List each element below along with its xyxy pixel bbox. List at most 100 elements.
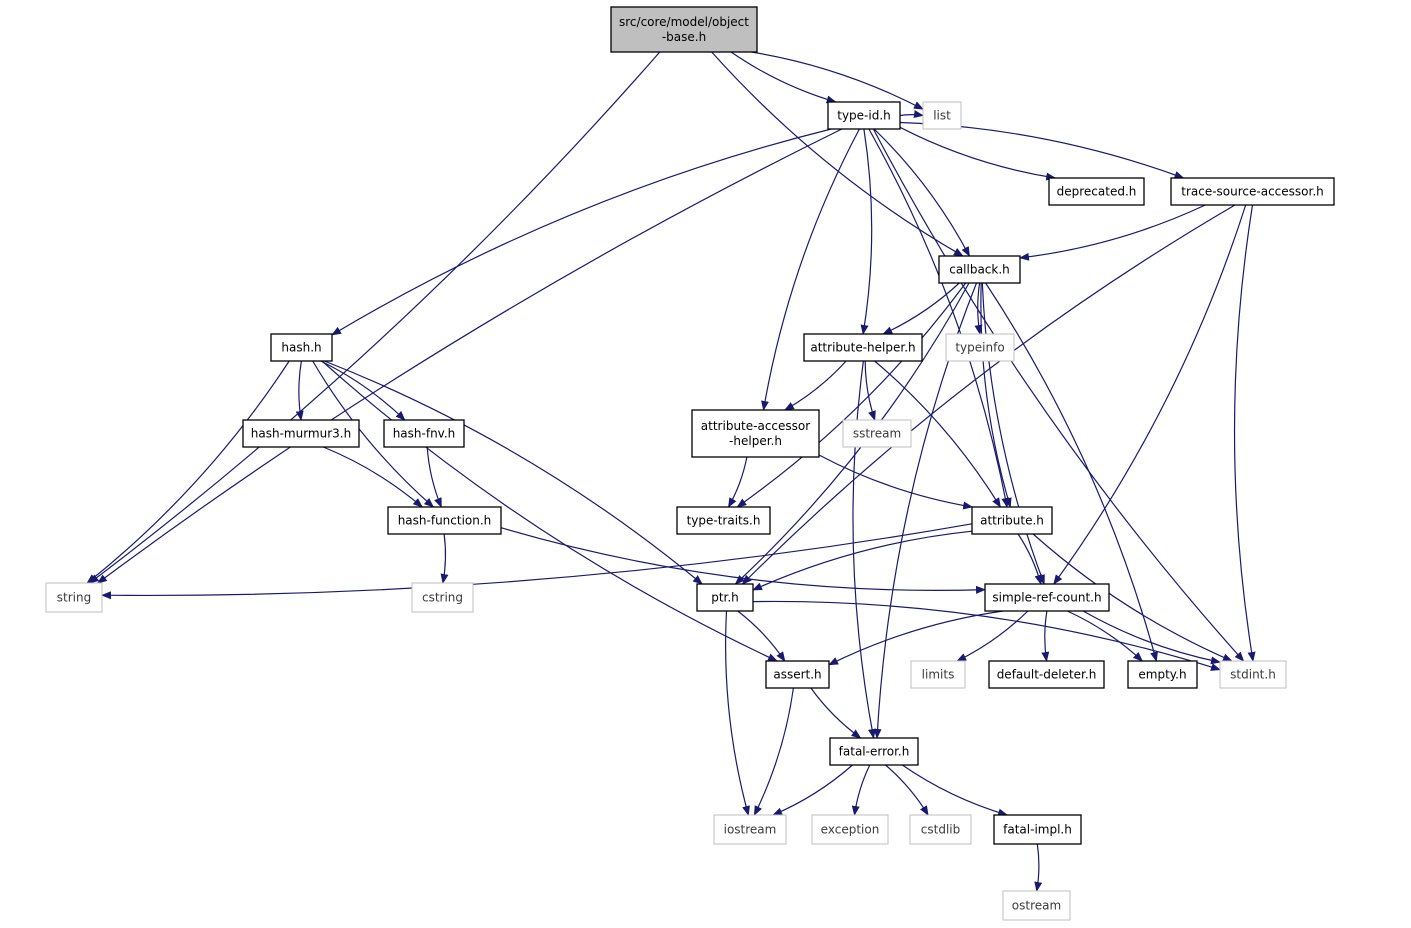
node-callback-label: callback.h: [949, 263, 1010, 277]
node-fatal-impl-label: fatal-impl.h: [1003, 823, 1072, 837]
node-limits-label: limits: [922, 668, 955, 682]
edge-ptr-to-stdint: [752, 600, 1221, 671]
edge-assert-to-iostream: [753, 687, 794, 816]
edge-attribute-accessor-helper-to-type-traits: [727, 456, 748, 508]
edge-trace-source-accessor-to-callback: [1019, 204, 1206, 261]
node-hash-function-label: hash-function.h: [398, 514, 492, 528]
node-hash-murmur3-box: [242, 419, 360, 448]
node-list-label: list: [933, 109, 951, 123]
node-assert[interactable]: assert.h: [765, 660, 830, 689]
edge-attribute-accessor-helper-to-attribute: [818, 454, 974, 510]
node-typeinfo: typeinfo: [945, 333, 1015, 362]
node-attribute-accessor-helper-box: [691, 409, 820, 458]
edge-attribute-helper-to-sstream: [864, 360, 876, 421]
node-type-traits[interactable]: type-traits.h: [676, 506, 771, 535]
edge-fatal-error-to-exception: [851, 764, 871, 816]
node-iostream-box: [713, 814, 787, 845]
node-attribute[interactable]: attribute.h: [971, 506, 1053, 535]
node-object-base[interactable]: src/core/model/object-base.h: [610, 6, 758, 53]
node-type-id-label: type-id.h: [837, 109, 891, 123]
node-iostream-label: iostream: [724, 823, 777, 837]
node-typeinfo-box: [945, 333, 1015, 362]
node-hash-label: hash.h: [281, 341, 321, 355]
node-hash-box: [270, 333, 333, 362]
node-fatal-impl[interactable]: fatal-impl.h: [993, 814, 1082, 845]
node-simple-ref-count[interactable]: simple-ref-count.h: [984, 583, 1110, 612]
node-attribute-accessor-helper[interactable]: attribute-accessor-helper.h: [691, 409, 820, 458]
edge-callback-to-typeinfo: [974, 282, 983, 335]
node-ostream-box: [1002, 890, 1071, 921]
edge-type-id-to-callback: [873, 128, 970, 257]
node-simple-ref-count-label: simple-ref-count.h: [992, 591, 1101, 605]
edge-attribute-to-simple-ref-count: [1017, 533, 1043, 585]
edge-callback-to-type-traits: [736, 282, 967, 508]
node-type-id-box: [827, 101, 901, 130]
node-hash-fnv[interactable]: hash-fnv.h: [383, 419, 465, 448]
node-default-deleter[interactable]: default-deleter.h: [988, 660, 1105, 689]
node-string-box: [45, 582, 103, 613]
node-type-id[interactable]: type-id.h: [827, 101, 901, 130]
node-callback-box: [938, 255, 1021, 284]
edge-callback-to-attribute-helper: [882, 282, 960, 335]
edge-type-id-to-attribute: [868, 128, 1010, 508]
node-trace-source-accessor[interactable]: trace-source-accessor.h: [1170, 177, 1335, 206]
node-hash-function[interactable]: hash-function.h: [387, 506, 502, 535]
node-empty[interactable]: empty.h: [1127, 660, 1198, 689]
node-exception-box: [811, 814, 889, 845]
node-hash-fnv-box: [383, 419, 465, 448]
node-empty-label: empty.h: [1138, 668, 1186, 682]
node-type-traits-box: [676, 506, 771, 535]
node-object-base-box: [610, 6, 758, 53]
node-ptr[interactable]: ptr.h: [696, 583, 754, 612]
edge-fatal-impl-to-ostream: [1034, 843, 1043, 892]
edge-ptr-to-assert: [737, 610, 786, 662]
edge-hash-to-assert: [321, 360, 778, 662]
edge-type-id-to-attribute-helper: [860, 128, 873, 335]
node-hash-murmur3[interactable]: hash-murmur3.h: [242, 419, 360, 448]
node-trace-source-accessor-box: [1170, 177, 1335, 206]
node-attribute-accessor-helper-label: -helper.h: [729, 434, 782, 448]
edge-ptr-to-iostream: [725, 610, 750, 816]
node-deprecated[interactable]: deprecated.h: [1048, 177, 1145, 206]
edge-object-base-to-type-id: [730, 51, 837, 104]
edge-simple-ref-count-to-empty: [1067, 610, 1144, 662]
node-attribute-helper-box: [803, 333, 923, 362]
node-fatal-error-box: [829, 737, 919, 766]
node-attribute-helper[interactable]: attribute-helper.h: [803, 333, 923, 362]
node-list-box: [922, 101, 962, 130]
node-default-deleter-box: [988, 660, 1105, 689]
node-cstring: cstring: [411, 582, 474, 613]
edge-assert-to-fatal-error: [810, 687, 862, 739]
node-exception: exception: [811, 814, 889, 845]
node-string-label: string: [57, 591, 91, 605]
edge-hash-function-to-simple-ref-count: [500, 527, 986, 594]
node-assert-label: assert.h: [773, 668, 821, 682]
node-hash-murmur3-label: hash-murmur3.h: [251, 427, 351, 441]
node-fatal-error[interactable]: fatal-error.h: [829, 737, 919, 766]
node-cstring-label: cstring: [422, 591, 463, 605]
edge-hash-to-ptr: [324, 360, 703, 585]
node-deprecated-box: [1048, 177, 1145, 206]
node-iostream: iostream: [713, 814, 787, 845]
edge-type-id-to-string: [96, 128, 843, 584]
edge-object-base-to-list: [751, 51, 924, 110]
node-ostream: ostream: [1002, 890, 1071, 921]
node-sstream: sstream: [842, 419, 912, 448]
node-hash[interactable]: hash.h: [270, 333, 333, 362]
node-stdint-box: [1219, 660, 1287, 689]
node-cstdlib-label: cstdlib: [921, 823, 960, 837]
node-typeinfo-label: typeinfo: [955, 341, 1004, 355]
node-cstdlib: cstdlib: [909, 814, 972, 845]
edge-type-id-to-deprecated: [899, 126, 1057, 181]
node-deprecated-label: deprecated.h: [1057, 185, 1137, 199]
node-assert-box: [765, 660, 830, 689]
node-callback[interactable]: callback.h: [938, 255, 1021, 284]
node-ostream-label: ostream: [1012, 899, 1061, 913]
node-fatal-error-label: fatal-error.h: [839, 745, 910, 759]
edge-hash-to-hash-murmur3: [295, 360, 304, 421]
edge-hash-to-hash-fnv: [320, 360, 406, 421]
node-simple-ref-count-box: [984, 583, 1110, 612]
edge-simple-ref-count-to-default-deleter: [1041, 610, 1050, 662]
edge-type-id-to-stdint: [872, 128, 1245, 662]
